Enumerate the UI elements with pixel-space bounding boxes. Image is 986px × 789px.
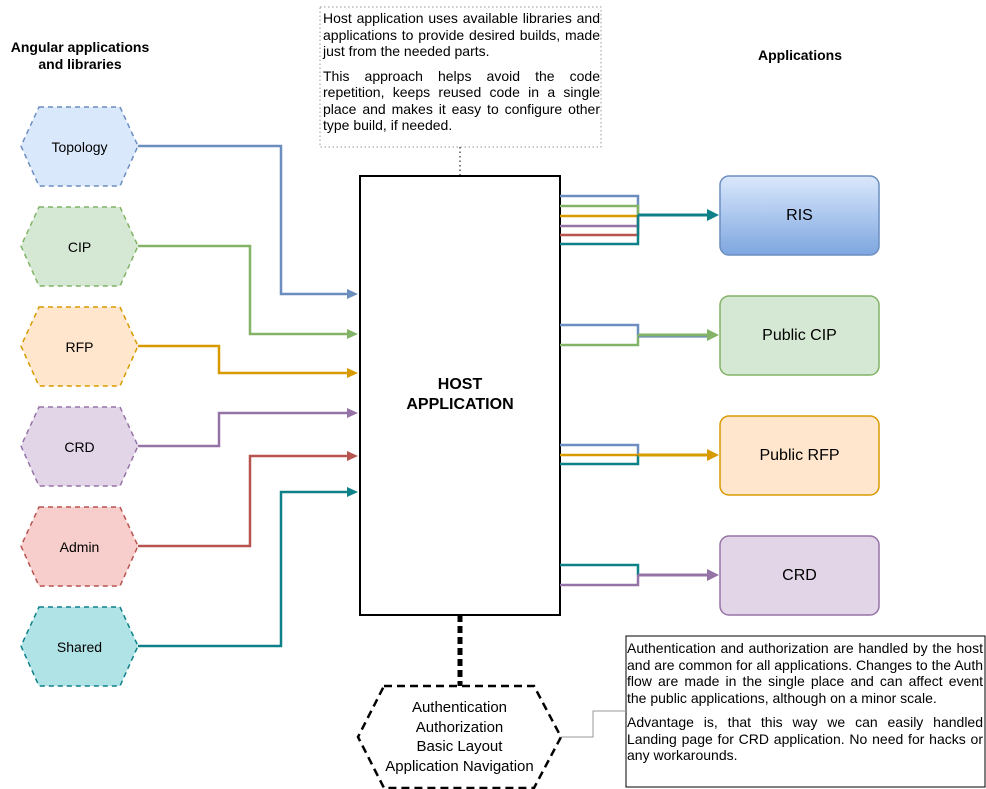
bottom-note-connector: [561, 710, 626, 738]
connector-cip: [138, 244, 349, 336]
arrowhead-cip: [347, 329, 358, 339]
library-topology-hexagon[interactable]: [20, 106, 139, 187]
arrowhead-shared: [347, 487, 358, 497]
connector-rfp: [138, 344, 349, 375]
library-cip-label: CIP: [67, 238, 92, 255]
host-label-line2: APPLICATION: [406, 396, 514, 413]
library-shared-hexagon[interactable]: [20, 606, 139, 687]
library-crd-hexagon[interactable]: [20, 406, 139, 487]
arrowhead-ris: [707, 209, 719, 221]
library-crd-label: CRD: [64, 438, 95, 455]
auth-line-basic-layout: Basic Layout: [416, 738, 503, 755]
app-crd-label: CRD: [782, 566, 817, 584]
app-ris-label: RIS: [786, 206, 813, 224]
library-cip-hexagon[interactable]: [20, 206, 139, 287]
library-connectors: [138, 144, 358, 648]
bottom-note-text: Authentication and authorization are han…: [627, 640, 983, 772]
host-application-label: HOST APPLICATION: [360, 375, 560, 415]
library-rfp-hexagon[interactable]: [20, 306, 139, 387]
arrowhead-crd: [347, 408, 358, 418]
app-public-rfp-label: Public RFP: [759, 446, 840, 464]
application-boxes: [719, 175, 880, 616]
bottom-note-paragraph-1: Authentication and authorization are han…: [627, 640, 983, 706]
library-topology-label: Topology: [51, 138, 108, 155]
library-hexagons: [20, 106, 139, 687]
connector-topology: [138, 144, 349, 296]
library-admin-label: Admin: [59, 538, 100, 555]
application-connectors: [560, 194, 719, 587]
auth-line-authentication: Authentication: [411, 699, 508, 716]
arrowhead-public-rfp: [707, 449, 719, 461]
app-public-cip-label: Public CIP: [762, 326, 837, 344]
connector-shared: [138, 490, 349, 648]
right-heading: Applications: [757, 47, 842, 63]
arrowhead-admin: [347, 451, 358, 461]
arrowhead-public-cip: [707, 329, 719, 341]
bottom-note-paragraph-2: Advantage is, that this way we can easil…: [627, 714, 983, 763]
app-public-cip-box[interactable]: [719, 295, 880, 376]
connector-crd: [138, 411, 349, 448]
top-note-paragraph-1: Host application uses available librarie…: [323, 10, 600, 59]
bottom-note-box: [625, 635, 986, 788]
library-admin-hexagon[interactable]: [20, 506, 139, 587]
auth-line-authorization: Authorization: [415, 718, 504, 736]
auth-line-application-navigation: Application Navigation: [385, 757, 534, 775]
arrowhead-crd-app: [707, 569, 719, 581]
library-rfp-label: RFP: [65, 338, 94, 355]
library-shared-label: Shared: [56, 638, 103, 655]
arrowhead-topology: [347, 289, 358, 299]
top-note-text: Host application uses available librarie…: [323, 10, 600, 142]
app-ris-box[interactable]: [719, 175, 880, 256]
top-note-box: [319, 6, 602, 148]
app-crd-box[interactable]: [719, 535, 880, 616]
auth-block-label: Authentication Authorization Basic Layou…: [358, 696, 561, 778]
app-public-rfp-box[interactable]: [719, 415, 880, 496]
arrowhead-rfp: [347, 368, 358, 378]
auth-block-hexagon[interactable]: [356, 684, 563, 789]
host-label-line1: HOST: [437, 376, 483, 393]
connector-admin: [138, 454, 349, 548]
left-heading: Angular applications and libraries: [10, 39, 150, 72]
top-note-paragraph-2: This approach helps avoid the code repet…: [323, 67, 600, 134]
